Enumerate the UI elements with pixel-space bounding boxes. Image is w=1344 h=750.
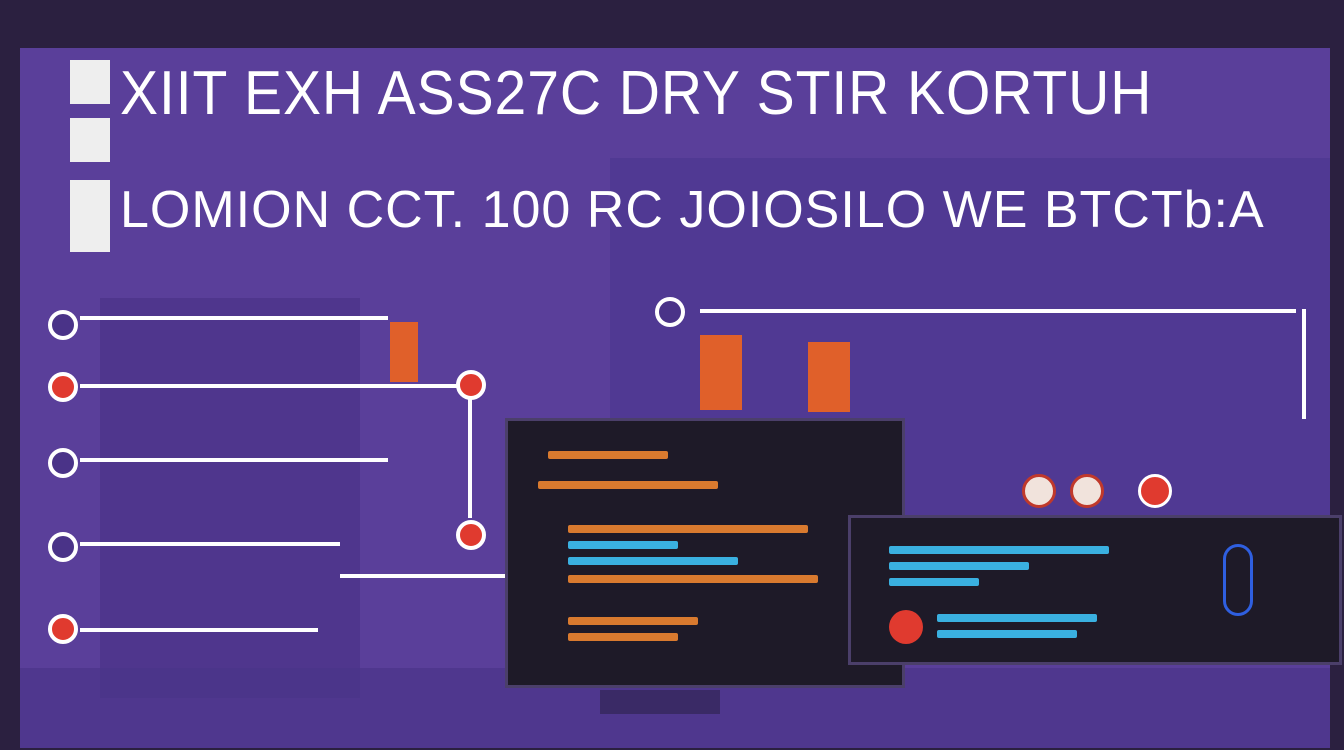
- node-circle: [655, 297, 685, 327]
- brain-icon: [1022, 474, 1056, 508]
- orange-box: [808, 342, 850, 412]
- red-dot-icon: [889, 610, 923, 644]
- text-line: [889, 546, 1109, 554]
- red-node: [456, 520, 486, 550]
- text-line: [568, 525, 808, 533]
- secondary-panel: [848, 515, 1342, 665]
- text-line: [548, 451, 668, 459]
- connector-line: [340, 574, 520, 578]
- connector-line: [80, 458, 388, 462]
- red-node: [48, 614, 78, 644]
- bg-building: [100, 298, 360, 698]
- monitor-panel: [505, 418, 905, 688]
- side-icon-1: [70, 60, 110, 104]
- brain-icon: [1070, 474, 1104, 508]
- node-circle: [48, 310, 78, 340]
- text-line: [538, 481, 718, 489]
- orange-box: [700, 335, 742, 410]
- text-line: [568, 633, 678, 641]
- red-node: [48, 372, 78, 402]
- text-line: [889, 562, 1029, 570]
- text-line: [568, 575, 818, 583]
- connector-line: [80, 628, 318, 632]
- subheadline: LOMION CCT. 100 RC JOIOSILO WE BTCTb:A: [120, 181, 1265, 239]
- text-line: [568, 557, 738, 565]
- text-line: [568, 541, 678, 549]
- connector-line: [700, 309, 1296, 313]
- connector-line: [80, 542, 340, 546]
- text-line: [937, 614, 1097, 622]
- side-icon-4: [70, 208, 110, 252]
- node-circle: [48, 448, 78, 478]
- connector-line: [80, 384, 460, 388]
- text-line: [568, 617, 698, 625]
- orange-box: [390, 322, 418, 382]
- text-line: [937, 630, 1077, 638]
- red-node: [456, 370, 486, 400]
- connector-line: [1302, 309, 1306, 419]
- node-circle: [48, 532, 78, 562]
- side-icon-2: [70, 118, 110, 162]
- text-line: [889, 578, 979, 586]
- path-glyph-icon: [1223, 544, 1253, 616]
- headline: XIIT EXH ASS27C DRY STIR KORTUH: [120, 59, 1153, 128]
- connector-line: [80, 316, 388, 320]
- monitor-stand: [600, 690, 720, 714]
- connector-line: [468, 398, 472, 518]
- red-tool-icon: [1138, 474, 1172, 508]
